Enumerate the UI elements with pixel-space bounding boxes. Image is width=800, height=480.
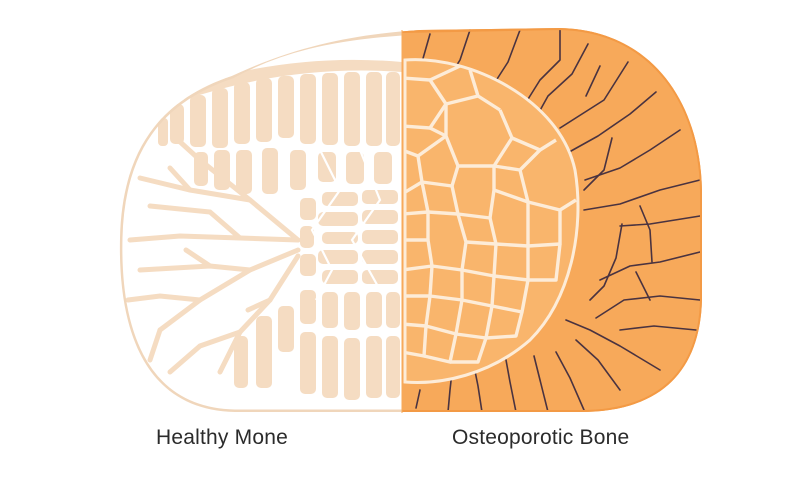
osteoporotic-bone-label: Osteoporotic Bone <box>452 426 630 449</box>
healthy-bone-section <box>119 28 421 412</box>
healthy-cortex-top <box>180 59 402 100</box>
osteoporotic-outline <box>401 28 702 412</box>
healthy-bone-label: Healthy Mone <box>156 426 288 449</box>
healthy-branching-struts <box>125 137 301 375</box>
healthy-trabecular-columns-bottom <box>234 290 400 400</box>
osteoporotic-bone-section <box>401 28 702 412</box>
osteoporotic-crack-lines <box>415 29 701 412</box>
healthy-trabecular-columns-top <box>158 72 400 194</box>
osteoporotic-pore-network <box>405 64 577 364</box>
healthy-pore-lines <box>310 149 382 301</box>
